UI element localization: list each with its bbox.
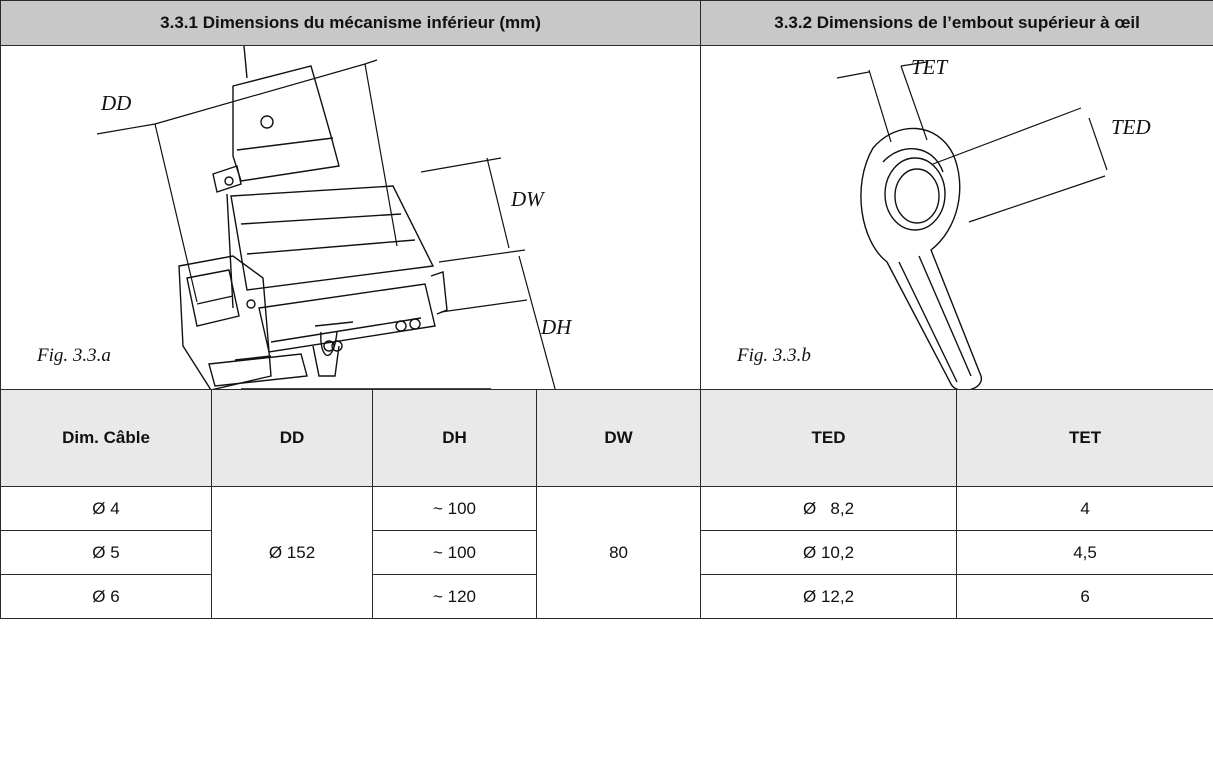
cell-tet: 4,5 (956, 530, 1213, 575)
label-dd: DD (100, 91, 131, 115)
cell-cable: Ø 6 (0, 574, 212, 619)
cell-tet: 4 (956, 486, 1213, 531)
label-dh: DH (540, 315, 573, 339)
cell-dd-merged: Ø 152 (211, 486, 373, 619)
table-row: Ø 5 ~ 100 Ø 10,2 4,5 (0, 530, 1213, 575)
cell-dh: ~ 100 (372, 530, 537, 575)
cell-tet: 6 (956, 574, 1213, 619)
cell-ted: Ø 12,2 (700, 574, 958, 619)
col-header-tet: TET (956, 389, 1213, 487)
col-header-dh: DH (372, 389, 537, 487)
cell-dh: ~ 100 (372, 486, 537, 531)
section-title-eye-end: 3.3.2 Dimensions de l’embout supérieur à… (700, 0, 1213, 46)
label-ted: TED (1111, 115, 1151, 139)
lower-mechanism-drawing: DD DW DH (96, 46, 573, 389)
table-row: Ø 6 ~ 120 Ø 12,2 6 (0, 574, 1213, 619)
figure-caption-b: Fig. 3.3.b (737, 345, 811, 366)
dimensions-table: 3.3.1 Dimensions du mécanisme inférieur … (0, 0, 1213, 619)
label-dw: DW (510, 187, 546, 211)
label-tet: TET (911, 55, 949, 79)
table-row: Ø 4 Ø 152 ~ 100 80 Ø 8,2 4 (0, 486, 1213, 619)
col-header-dw: DW (535, 389, 702, 487)
cell-dh: ~ 120 (372, 574, 537, 619)
section-title-lower-mechanism: 3.3.1 Dimensions du mécanisme inférieur … (0, 0, 702, 46)
figure-eye-end-cell: TET TED Fig. 3.3.b (700, 45, 1213, 390)
cell-cable: Ø 4 (0, 486, 212, 531)
cell-ted: Ø 8,2 (700, 486, 958, 531)
col-header-ted: TED (700, 389, 958, 487)
cell-cable: Ø 5 (0, 530, 212, 575)
cell-dw-merged: 80 (535, 486, 702, 619)
col-header-dd: DD (211, 389, 373, 487)
eye-end-drawing: TET TED (836, 55, 1151, 389)
figure-caption-a: Fig. 3.3.a (37, 345, 111, 366)
cell-ted: Ø 10,2 (700, 530, 958, 575)
figure-lower-mechanism-cell: DD DW DH Fig. 3.3.a (0, 45, 702, 390)
col-header-cable: Dim. Câble (0, 389, 212, 487)
